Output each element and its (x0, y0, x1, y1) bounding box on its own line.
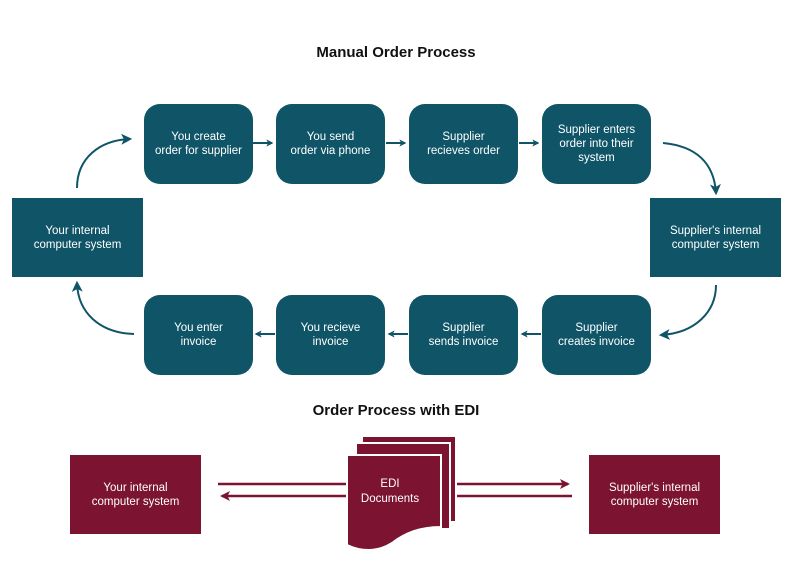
step-supplier-enters: Supplier enters order into their system (542, 104, 651, 184)
curve-arrow-supplier-system-to-creates (658, 284, 717, 340)
edi-documents-stack (346, 435, 457, 551)
step-send-order: You send order via phone (276, 104, 385, 184)
step-recieve-invoice-label: You recieve invoice (300, 322, 361, 348)
step-supplier-creates-invoice-label: Supplier creates invoice (558, 322, 635, 348)
supplier-internal-system: Supplier's internal computer system (650, 198, 781, 277)
your-internal-system: Your internal computer system (12, 198, 143, 277)
curve-arrow-your-system-to-create (76, 133, 133, 189)
edi-your-internal-system-label: Your internal computer system (91, 481, 180, 508)
step-create-order: You create order for supplier (144, 104, 253, 184)
edi-supplier-internal-system: Supplier's internal computer system (589, 455, 720, 534)
edi-process-title: Order Process with EDI (312, 402, 480, 419)
supplier-internal-system-label: Supplier's internal computer system (669, 224, 762, 251)
curve-arrow-enter-to-supplier-system (662, 142, 721, 196)
your-internal-system-label: Your internal computer system (33, 224, 122, 251)
step-create-order-label: You create order for supplier (155, 131, 242, 157)
step-supplier-sends-invoice-label: Supplier sends invoice (428, 322, 499, 348)
step-supplier-receives: Supplier recieves order (409, 104, 518, 184)
step-send-order-label: You send order via phone (290, 131, 371, 157)
edi-supplier-internal-system-label: Supplier's internal computer system (608, 481, 701, 508)
step-enter-invoice-label: You enter invoice (174, 322, 223, 348)
edi-your-internal-system: Your internal computer system (70, 455, 201, 534)
step-supplier-receives-label: Supplier recieves order (427, 131, 500, 157)
manual-process-title: Manual Order Process (316, 44, 476, 61)
step-enter-invoice: You enter invoice (144, 295, 253, 375)
step-supplier-enters-label: Supplier enters order into their system (557, 124, 636, 164)
step-recieve-invoice: You recieve invoice (276, 295, 385, 375)
edi-documents-label: EDI Documents (360, 478, 420, 505)
step-supplier-sends-invoice: Supplier sends invoice (409, 295, 518, 375)
step-supplier-creates-invoice: Supplier creates invoice (542, 295, 651, 375)
curve-arrow-enter-invoice-to-your-system (71, 280, 135, 335)
